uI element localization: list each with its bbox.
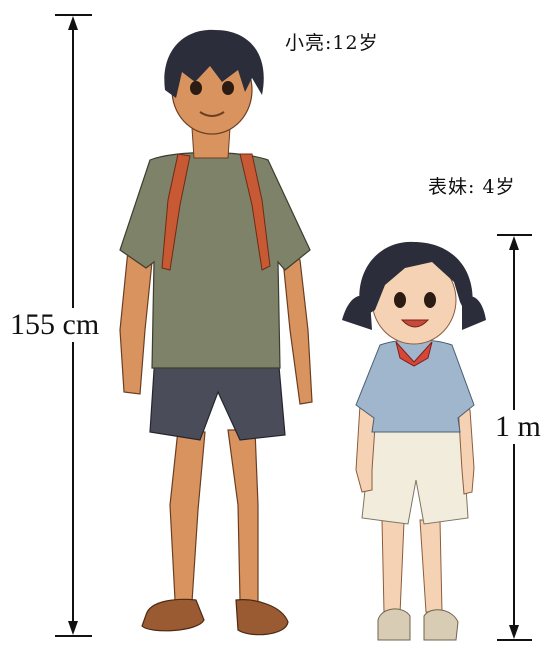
girl-name-age-label: 表妹: 4岁	[428, 176, 516, 198]
girl-figure	[342, 241, 486, 641]
boy-figure	[119, 29, 313, 636]
boy-name-age-label: 小亮:12岁	[285, 32, 379, 54]
girl-height-label: 1 m	[493, 410, 543, 444]
boy-height-label: 155 cm	[8, 308, 102, 342]
